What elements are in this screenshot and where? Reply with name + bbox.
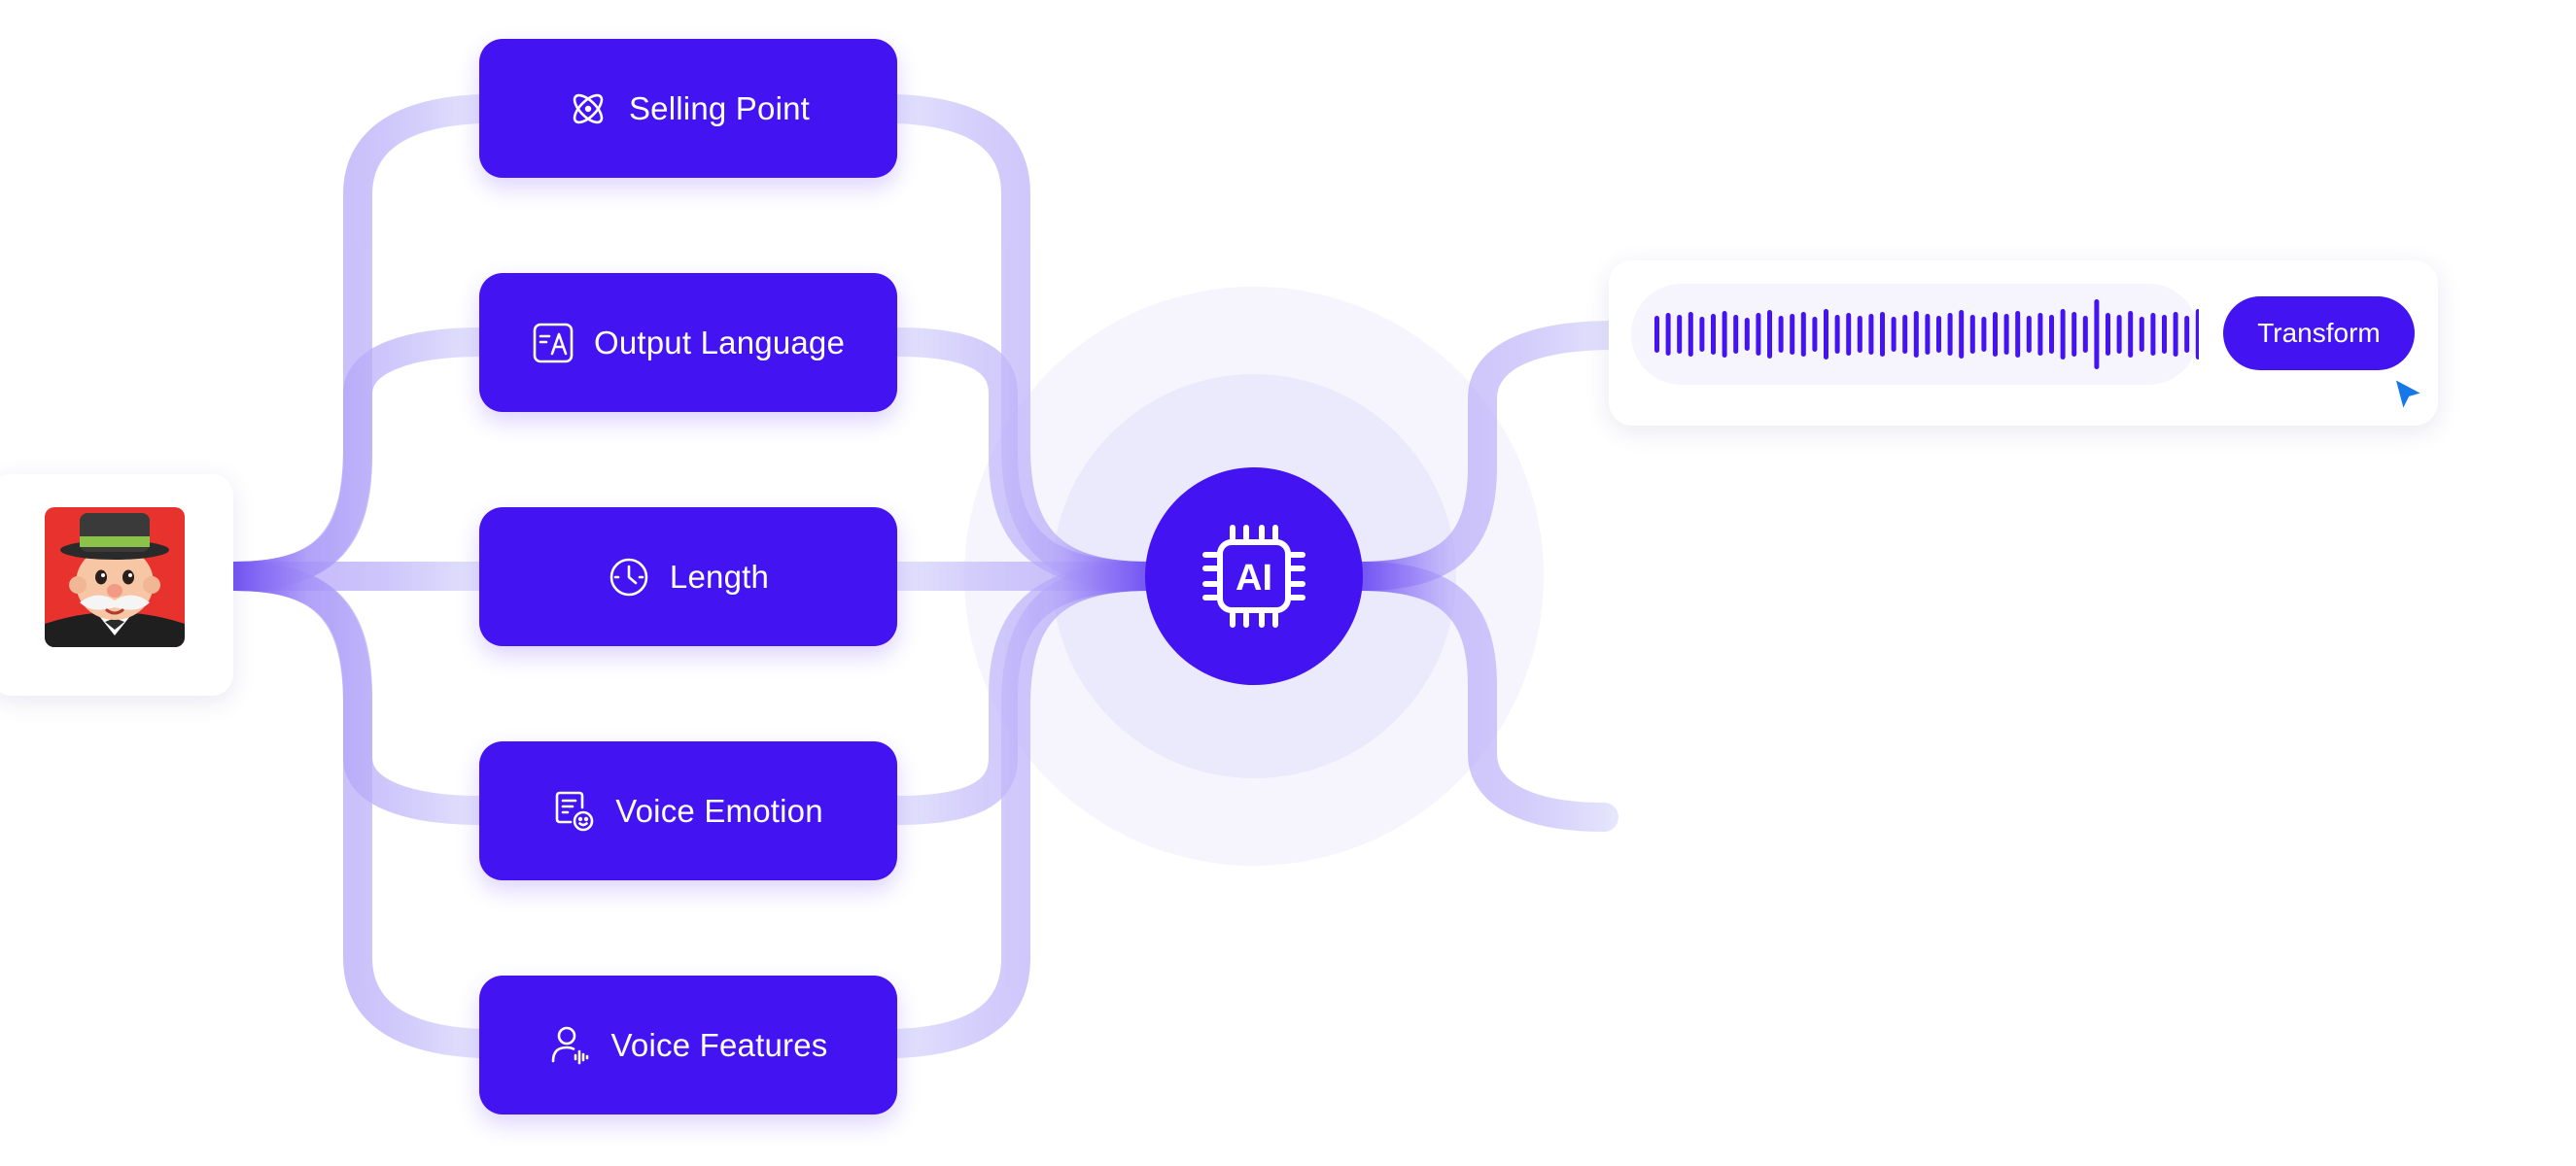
transform-label: Transform [2257, 318, 2381, 348]
clock-icon [609, 558, 648, 596]
connector-avatar-output-language [219, 327, 496, 591]
voice-emotion-label: Voice Emotion [615, 792, 823, 829]
waveform-bar [2128, 311, 2134, 358]
atom-icon [573, 93, 604, 123]
waveform-bar [2116, 315, 2122, 354]
waveform-bar [2015, 311, 2021, 358]
translate-icon [533, 323, 574, 362]
transform-button[interactable]: Transform [2223, 296, 2415, 370]
waveform-bar [1733, 315, 1739, 354]
waveform-bar [2037, 313, 2043, 356]
voice-features-button[interactable]: Voice Features [479, 976, 897, 1115]
waveform-bar [1868, 314, 1874, 355]
waveform-bar [1688, 312, 1693, 357]
connector-voice-features-ai [882, 562, 1164, 1058]
length-label: Length [669, 558, 770, 595]
selling-point-button[interactable]: Selling Point [479, 39, 897, 178]
waveform-bar [1857, 316, 1862, 353]
monopoly-man-avatar-icon [45, 507, 185, 647]
waveform-bar [1959, 310, 1965, 359]
waveform-bar [2195, 309, 2201, 360]
waveform-bar [1902, 315, 1908, 354]
waveform-bar [2003, 314, 2009, 355]
waveform-bar [2082, 316, 2088, 353]
waveform-bar [1778, 316, 1784, 353]
waveform-bar [2150, 313, 2156, 356]
waveform-bar [1654, 316, 1659, 353]
voice-features-label: Voice Features [610, 1026, 828, 1063]
avatar [45, 507, 185, 647]
waveform-bar [2060, 309, 2066, 360]
waveform-bar [1947, 313, 1953, 356]
waveform-bar [1993, 312, 1998, 357]
connector-ai-output [1346, 321, 1628, 591]
waveform-bar [1834, 315, 1840, 354]
selling-point-label: Selling Point [628, 89, 811, 126]
waveform-bar [1790, 314, 1795, 355]
waveform-bar [2049, 315, 2054, 354]
waveform-bar [1824, 309, 1828, 360]
waveform-bar [1665, 313, 1671, 356]
waveform-bar [1891, 317, 1897, 352]
waveform-bar [1756, 313, 1761, 356]
waveform-bar [2094, 299, 2100, 369]
mouse-cursor-icon [2392, 376, 2425, 413]
waveform-bar [1913, 311, 1919, 358]
length-button[interactable]: Length [479, 507, 897, 646]
waveform-bar [2139, 317, 2144, 352]
voice-user-icon [551, 1026, 588, 1064]
ai-chip-icon: AI [1202, 525, 1305, 628]
audio-waveform [1631, 284, 2201, 385]
waveform-bar [1925, 314, 1931, 355]
output-language-button[interactable]: Output Language [479, 273, 897, 412]
waveform-bar [1812, 317, 1818, 352]
waveform-bar [1800, 312, 1806, 357]
waveform-bar [2106, 313, 2110, 356]
waveform-bar [1699, 317, 1705, 352]
waveform-bar [1677, 315, 1683, 354]
waveform-bar [1981, 317, 1987, 352]
waveform-bar [1846, 313, 1852, 356]
connector-ai-lower [1346, 562, 1619, 832]
waveform-bar [1722, 311, 1727, 358]
emotion-icon [555, 791, 594, 831]
waveform-bar [1936, 316, 1941, 353]
waveform-bar [2173, 312, 2178, 357]
audio-waveform-icon [1654, 299, 2201, 369]
waveform-bar [1744, 318, 1750, 351]
ai-hub: AI [1145, 467, 1363, 685]
output-language-label: Output Language [593, 324, 846, 360]
waveform-bar [2071, 312, 2077, 357]
waveform-bar [2026, 316, 2032, 353]
waveform-bar [1767, 310, 1772, 359]
waveform-bar [1880, 312, 1885, 357]
ai-label: AI [1236, 558, 1272, 599]
waveform-bar [2184, 316, 2190, 353]
waveform-bar [1711, 314, 1716, 355]
voice-emotion-button[interactable]: Voice Emotion [479, 741, 897, 880]
connector-avatar-voice-features [219, 562, 496, 1058]
waveform-bar [2162, 315, 2167, 354]
waveform-bar [1969, 315, 1975, 354]
